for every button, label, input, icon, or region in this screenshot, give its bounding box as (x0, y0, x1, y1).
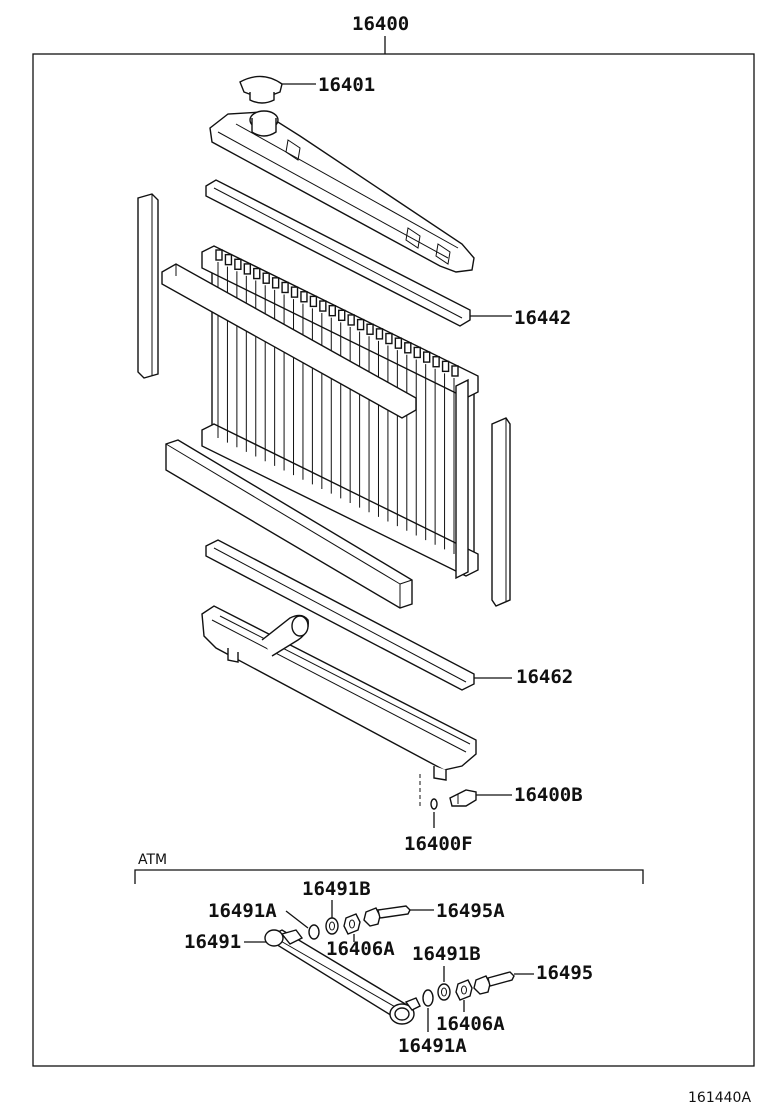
drain-oring (430, 798, 438, 810)
label-upper-gasket: 16442 (514, 307, 571, 329)
label-gasket-a-bottom: 16491A (398, 1035, 467, 1057)
lower-air-guide (165, 439, 413, 609)
upper-air-guide (161, 263, 417, 419)
label-drain-cock: 16400B (514, 784, 583, 806)
label-lower-gasket: 16462 (516, 666, 573, 688)
drain-cock (449, 789, 477, 807)
left-seal-strip (137, 193, 159, 379)
label-gasket-b-top: 16491B (302, 878, 371, 900)
atm-top-fittings (308, 905, 411, 940)
label-gasket-b-bottom: 16491B (412, 943, 481, 965)
atm-bottom-fittings (422, 971, 515, 1007)
right-seal-strip (491, 417, 511, 607)
atm-section-bracket (134, 869, 644, 884)
lower-tank (201, 605, 477, 781)
lower-gasket (205, 539, 475, 691)
leader-gasket-a-top (285, 910, 309, 929)
label-nut-a-top: 16406A (326, 938, 395, 960)
label-nut-a-bottom: 16406A (436, 1013, 505, 1035)
atm-section-label: ATM (138, 852, 167, 868)
label-union-a: 16495A (436, 900, 505, 922)
label-pipe: 16491 (184, 931, 241, 953)
assembly-frame (32, 53, 755, 1067)
catalog-code: 161440A (688, 1090, 751, 1106)
atm-pipe (264, 929, 421, 1025)
label-union: 16495 (536, 962, 593, 984)
label-drain-oring: 16400F (404, 833, 473, 855)
radiator-cap (239, 75, 283, 104)
label-cap: 16401 (318, 74, 375, 96)
upper-tank (209, 110, 475, 273)
label-gasket-a-top: 16491A (208, 900, 277, 922)
assembly-label: 16400 (352, 13, 409, 35)
upper-gasket (205, 179, 471, 327)
